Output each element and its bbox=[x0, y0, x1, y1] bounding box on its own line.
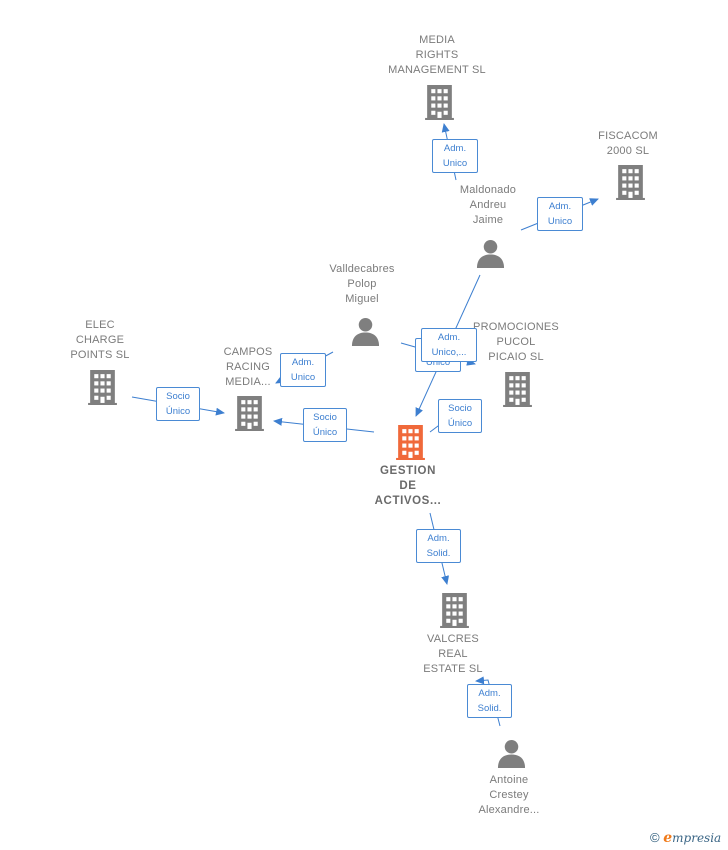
building-icon bbox=[440, 593, 469, 628]
edge-label-gestion-valcres: Adm. Solid. bbox=[416, 529, 461, 563]
edge-label-maldonado-fiscacom: Adm. Unico bbox=[537, 197, 583, 231]
building-icon-main bbox=[396, 425, 425, 460]
edge-label-antoine-valcres: Adm. Solid. bbox=[467, 684, 512, 718]
copyright-icon: © bbox=[650, 830, 660, 845]
person-icon bbox=[351, 317, 380, 346]
building-icon bbox=[425, 85, 454, 120]
node-label-valcres[interactable]: VALCRES REAL ESTATE SL bbox=[423, 633, 483, 675]
node-label-elec[interactable]: ELEC CHARGE POINTS SL bbox=[70, 319, 130, 361]
edge-label-gestion-promociones: Socio Único bbox=[438, 399, 482, 433]
node-label-media-rights[interactable]: MEDIA RIGHTS MANAGEMENT SL bbox=[388, 34, 486, 76]
person-icon bbox=[497, 739, 526, 768]
node-label-antoine[interactable]: Antoine Crestey Alexandre... bbox=[478, 774, 540, 816]
edge-label-maldonado-gestion: Adm. Unico,... bbox=[421, 328, 477, 362]
node-label-gestion[interactable]: GESTION DE ACTIVOS... bbox=[374, 465, 442, 507]
node-label-maldonado[interactable]: Maldonado Andreu Jaime bbox=[459, 184, 517, 226]
edge-label-elec-campos: Socio Único bbox=[156, 387, 200, 421]
building-icon bbox=[616, 165, 645, 200]
building-icon bbox=[503, 372, 532, 407]
brand-logo: empresia bbox=[663, 830, 722, 846]
node-label-fiscacom[interactable]: FISCACOM 2000 SL bbox=[598, 130, 658, 157]
node-label-campos[interactable]: CAMPOS RACING MEDIA... bbox=[223, 346, 273, 388]
edge-label-maldonado-media: Adm. Unico bbox=[432, 139, 478, 173]
node-label-valldecabres[interactable]: Valldecabres Polop Miguel bbox=[329, 263, 395, 305]
brand-footer[interactable]: © empresia bbox=[650, 830, 721, 846]
person-icon bbox=[476, 239, 505, 268]
building-icon bbox=[235, 396, 264, 431]
edge-label-gestion-campos: Socio Único bbox=[303, 408, 347, 442]
building-icon bbox=[88, 370, 117, 405]
edge-label-valldecabres-campos: Adm. Unico bbox=[280, 353, 326, 387]
node-label-promociones[interactable]: PROMOCIONES PUCOL PICAIO SL bbox=[473, 321, 559, 363]
